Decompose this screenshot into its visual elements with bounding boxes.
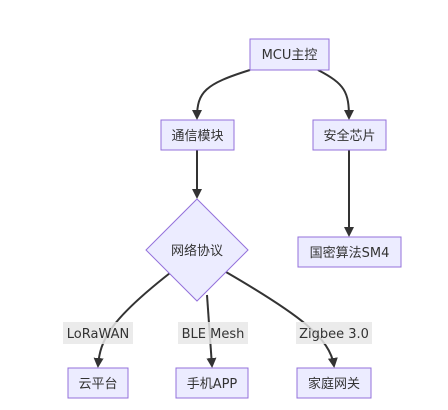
node-app-label: 手机APP [187,377,238,392]
node-protocol-label: 网络协议 [171,243,223,259]
edge-protocol-to-cloud [93,272,171,368]
edge-label-zigbee-text: Zigbee 3.0 [299,327,369,342]
edge-protocol-to-gateway [225,271,338,368]
edge-label-lora: LoRaWAN [63,322,133,344]
edge-label-ble-text: BLE Mesh [182,327,245,342]
node-cloud[interactable]: 云平台 [67,367,129,399]
node-mcu-label: MCU主控 [262,48,318,63]
node-comm-label: 通信模块 [171,129,223,144]
node-app[interactable]: 手机APP [175,367,249,399]
edge-label-zigbee: Zigbee 3.0 [296,322,372,344]
node-gateway[interactable]: 家庭网关 [296,367,372,399]
node-sm4[interactable]: 国密算法SM4 [297,236,402,268]
node-mcu[interactable]: MCU主控 [249,38,330,71]
edge-mcu-to-comm [192,69,251,120]
node-sm4-label: 国密算法SM4 [310,245,390,261]
edge-label-ble: BLE Mesh [178,322,248,344]
node-gateway-label: 家庭网关 [308,376,360,392]
node-security-label: 安全芯片 [323,128,375,144]
node-comm[interactable]: 通信模块 [160,119,235,151]
node-protocol[interactable]: 网络协议 [145,198,249,302]
node-cloud-label: 云平台 [78,377,117,392]
node-security[interactable]: 安全芯片 [312,119,387,151]
edge-mcu-to-security [317,69,354,120]
edge-label-lora-text: LoRaWAN [67,327,129,342]
edges [93,69,354,368]
